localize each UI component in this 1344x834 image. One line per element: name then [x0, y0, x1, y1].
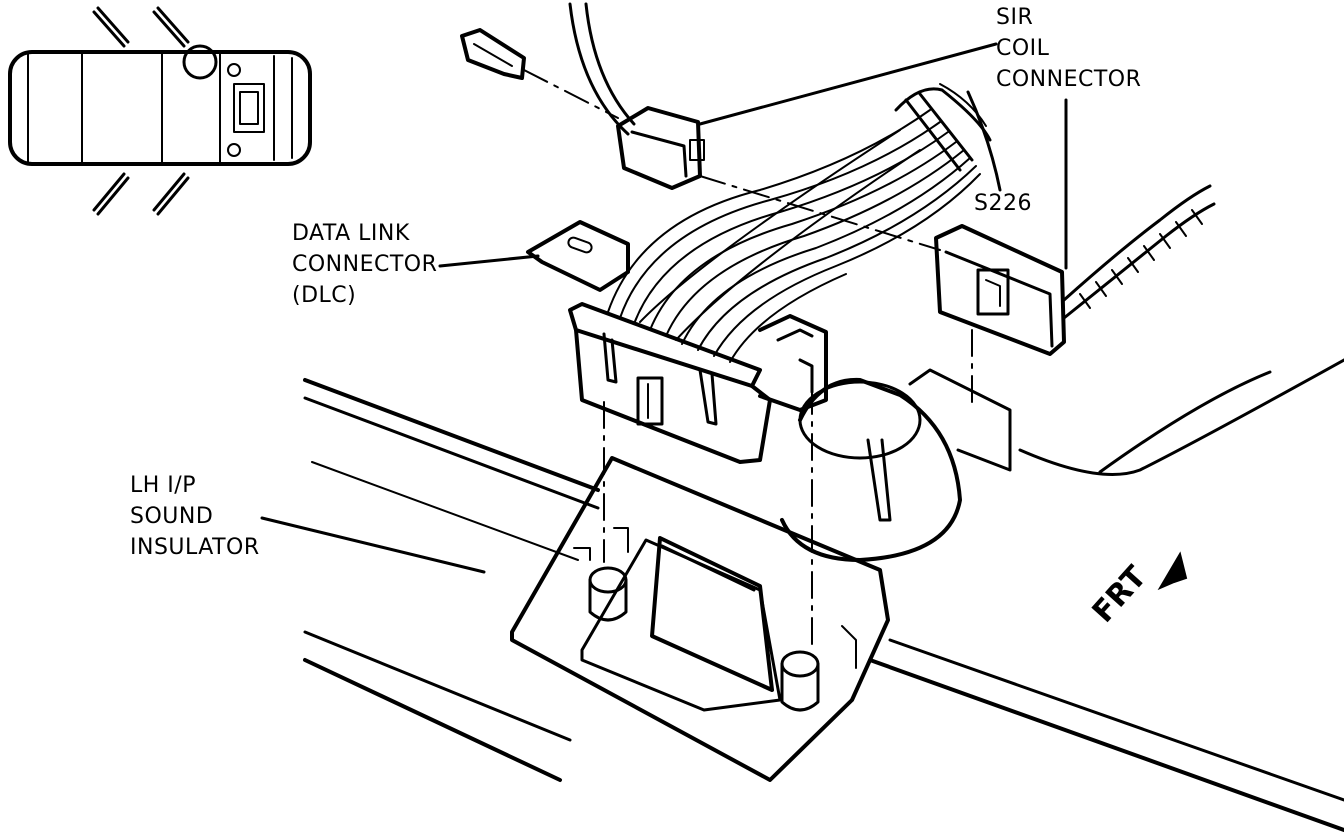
- mounting-pad: [510, 456, 890, 782]
- sir-label-line3: CONNECTOR: [996, 67, 1142, 92]
- insulator-label-line2: SOUND: [130, 504, 214, 529]
- front-arrow-icon: FRT: [1086, 548, 1208, 638]
- sir-coil-connector-label: SIR COIL CONNECTOR: [996, 2, 1141, 95]
- front-arrow-head: [1157, 551, 1188, 591]
- wire-harness: [607, 83, 992, 363]
- s226-connector: [934, 184, 1216, 411]
- alignment-guides: [603, 387, 813, 649]
- sir-coil-connector: [460, 2, 941, 251]
- sir-label-line2: COIL: [996, 36, 1050, 61]
- dlc-label-line2: CONNECTOR: [292, 252, 438, 277]
- vehicle-top-view-icon: [8, 6, 312, 216]
- insulator-label-line1: LH I/P: [130, 473, 196, 498]
- instrument-panel-outline: [303, 358, 1344, 832]
- dlc-label-line3: (DLC): [292, 283, 357, 308]
- steering-column-opening: [780, 368, 1012, 562]
- dlc-label: DATA LINK CONNECTOR (DLC): [292, 218, 437, 311]
- sir-label-line1: SIR: [996, 5, 1034, 30]
- sound-insulator-label: LH I/P SOUND INSULATOR: [130, 470, 260, 563]
- splice-label: S226: [974, 191, 1032, 216]
- dlc-label-line1: DATA LINK: [292, 221, 410, 246]
- leader-lines: [260, 42, 1068, 574]
- insulator-label-line3: INSULATOR: [130, 535, 260, 560]
- dlc-connector-body: [526, 220, 828, 464]
